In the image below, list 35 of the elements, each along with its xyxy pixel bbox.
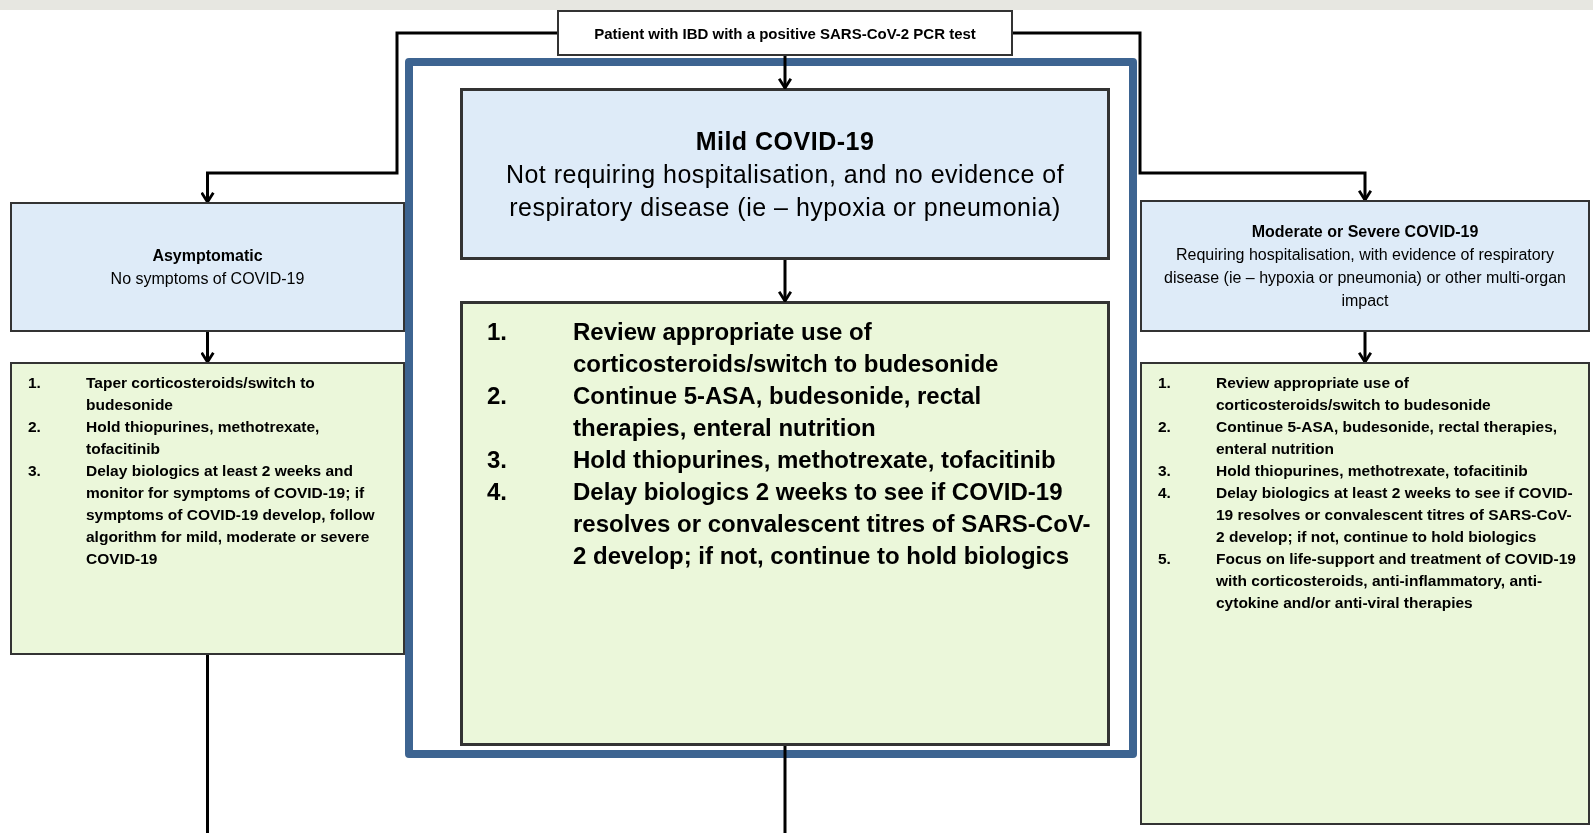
list-item: 2. Continue 5-ASA, budesonide, rectal therapies, enteral nutrition [1158, 417, 1559, 459]
arrow [777, 56, 793, 90]
box-text: No symptoms of COVID-19 [110, 269, 305, 289]
action-list-box [1140, 362, 1590, 825]
list-item: 1. Review appropriate use of corticosteroids/switch to budesonide [1158, 373, 1492, 415]
list-item: 2. Continue 5-ASA, budesonide, rectal therapies, enteral nutrition [487, 381, 983, 443]
process-box [460, 88, 1110, 260]
connector-line [783, 746, 787, 833]
arrow [1357, 332, 1373, 364]
connector-line [206, 655, 209, 833]
action-list-box [10, 362, 405, 655]
box-text: Requiring hospitalisation, with evidence of respiratory disease (ie – hypoxia or pneumonia) or other multi-organ impact [1163, 245, 1567, 311]
arrow [200, 332, 215, 364]
list-item: 2. Hold thiopurines, methotrexate, tofacitinib [28, 417, 321, 459]
arrow [1013, 31, 1373, 202]
action-list-box [460, 301, 1110, 746]
list-item: 3. Hold thiopurines, methotrexate, tofacitinib [487, 445, 1057, 475]
box-heading: Asymptomatic [152, 246, 263, 266]
list-item: 3. Hold thiopurines, methotrexate, tofacitinib [1158, 461, 1529, 481]
box-heading: Moderate or Severe COVID-19 [1251, 222, 1479, 242]
zoom-frame [405, 58, 1137, 758]
list-item: 5. Focus on life-support and treatment of COVID-19 with corticosteroids, anti-inflammatory, anti-cytokine and/or anti-viral therapies [1158, 549, 1576, 613]
process-box [1140, 200, 1590, 332]
list-item: 1. Taper corticosteroids/switch to budesonide [28, 373, 316, 415]
list-item: 4. Delay biologics 2 weeks to see if COVID-19 resolves or convalescent titres of SARS-CoV-2 develop; if not, continue to hold biologics [487, 477, 1091, 571]
arrow [777, 260, 793, 303]
arrow [200, 31, 557, 204]
list-item: 4. Delay biologics at least 2 weeks to see if COVID-19 resolves or convalescent titres of SARS-CoV-2 develop; if not, continue to hold biologics [1158, 483, 1574, 547]
box-heading: Mild COVID-19 [695, 125, 875, 157]
box-text: Patient with IBD with a positive SARS-CoV-2 PCR test [594, 23, 976, 43]
process-box [10, 202, 405, 332]
process-box [557, 10, 1013, 56]
box-text: Not requiring hospitalisation, and no evidence of respiratory disease (ie – hypoxia or pneumonia) [504, 158, 1066, 223]
list-item: 3. Delay biologics at least 2 weeks and monitor for symptoms of COVID-19; if symptoms of COVID-19 develop, follow algorithm for mild, moderate or severe COVID-19 [28, 461, 376, 569]
list-item: 1. Review appropriate use of corticosteroids/switch to budesonide [487, 317, 1000, 379]
